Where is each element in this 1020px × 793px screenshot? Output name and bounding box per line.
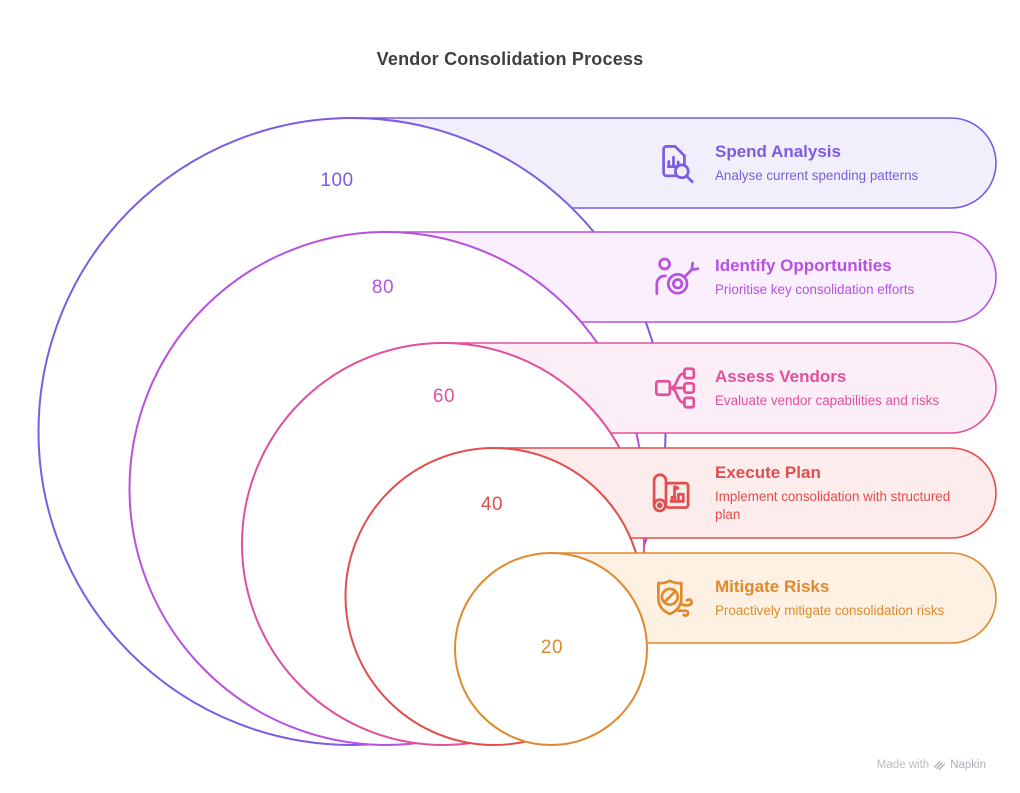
watermark: Made with Napkin bbox=[877, 759, 986, 771]
document-chart-search-icon bbox=[648, 137, 700, 189]
step-card-spend-analysis: Spend Analysis Analyse current spending … bbox=[640, 118, 992, 208]
network-nodes-icon bbox=[648, 362, 700, 414]
step-card-mitigate-risks: Mitigate Risks Proactively mitigate cons… bbox=[640, 553, 992, 643]
step-card-shape bbox=[550, 552, 997, 644]
blueprint-plan-icon bbox=[648, 467, 700, 519]
watermark-prefix: Made with bbox=[876, 759, 930, 771]
step-description: Analyse current spending patterns bbox=[715, 167, 919, 183]
step-title: Assess Vendors bbox=[715, 366, 847, 386]
circle-value-label: 40 bbox=[480, 494, 504, 515]
napkin-logo-icon bbox=[934, 761, 946, 771]
step-description: Proactively mitigate consolidation risks bbox=[715, 602, 945, 618]
watermark-brand: Napkin bbox=[950, 759, 986, 771]
step-title: Spend Analysis bbox=[715, 141, 841, 161]
step-title: Mitigate Risks bbox=[715, 576, 830, 596]
person-target-icon bbox=[648, 251, 700, 303]
value-circle bbox=[454, 552, 648, 746]
step-description: Evaluate vendor capabilities and risks bbox=[715, 392, 940, 408]
circle-value-label: 80 bbox=[371, 277, 395, 298]
step-title: Execute Plan bbox=[715, 462, 821, 482]
step-description: Prioritise key consolidation efforts bbox=[715, 281, 915, 297]
step-card-identify-opportunities: Identify Opportunities Prioritise key co… bbox=[640, 232, 992, 322]
shield-wind-icon bbox=[648, 572, 700, 624]
circle-value-label: 100 bbox=[320, 170, 354, 191]
step-title: Identify Opportunities bbox=[715, 255, 892, 275]
diagram-title: Vendor Consolidation Process bbox=[376, 49, 644, 69]
step-card-assess-vendors: Assess Vendors Evaluate vendor capabilit… bbox=[640, 343, 992, 433]
circle-value-label: 20 bbox=[540, 637, 564, 658]
step-card-execute-plan: Execute Plan Implement consolidation wit… bbox=[640, 448, 992, 538]
step-description: Implement consolidation with structured … bbox=[715, 488, 951, 522]
circle-value-label: 60 bbox=[432, 386, 456, 407]
